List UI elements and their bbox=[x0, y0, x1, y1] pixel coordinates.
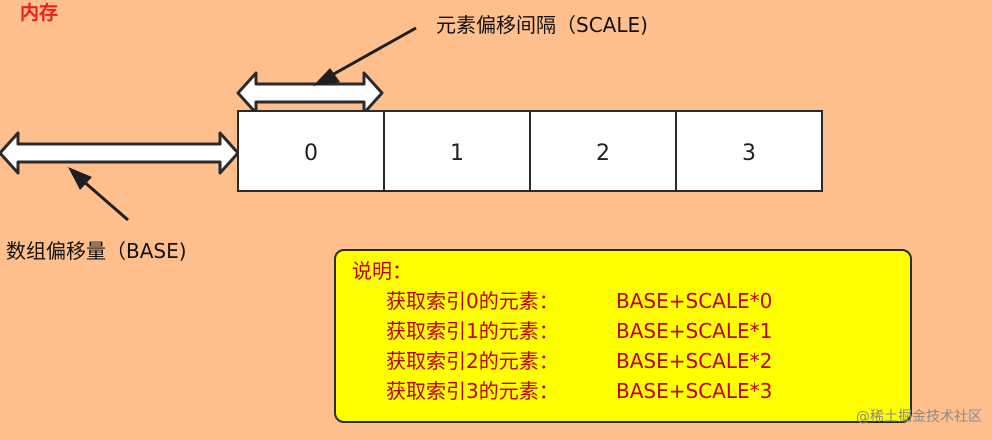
note-line-prefix: 获取索引1的元素： bbox=[386, 319, 559, 343]
note-line-prefix: 获取索引0的元素： bbox=[386, 289, 559, 313]
base-pointer-arrow bbox=[68, 167, 129, 222]
base-label: 数组偏移量（BASE) bbox=[6, 239, 187, 263]
watermark: @稀土掘金技术社区 bbox=[856, 409, 982, 425]
array-cell-label-0: 0 bbox=[304, 141, 318, 166]
note-line-prefix: 获取索引2的元素： bbox=[386, 349, 559, 373]
note-box: 说明： 获取索引0的元素： BASE+SCALE*0 获取索引1的元素： BAS… bbox=[334, 249, 912, 423]
note-line-3: 获取索引3的元素： BASE+SCALE*3 bbox=[352, 376, 910, 406]
array-cell-label-2: 2 bbox=[596, 141, 610, 166]
scale-pointer-arrow bbox=[313, 26, 417, 86]
array-cell-label-3: 3 bbox=[742, 141, 756, 166]
scale-double-arrow bbox=[236, 71, 384, 115]
note-line-formula: BASE+SCALE*2 bbox=[616, 349, 773, 373]
note-line-0: 获取索引0的元素： BASE+SCALE*0 bbox=[352, 286, 910, 316]
note-line-prefix: 获取索引3的元素： bbox=[386, 379, 559, 403]
array-cell-label-1: 1 bbox=[450, 141, 464, 166]
note-heading: 说明： bbox=[352, 259, 412, 283]
base-double-arrow bbox=[0, 131, 240, 175]
scale-label: 元素偏移间隔（SCALE) bbox=[436, 13, 648, 37]
array-cells: 0 1 2 3 bbox=[237, 110, 823, 192]
array-cell-2 bbox=[529, 110, 677, 192]
array-cell-1 bbox=[383, 110, 531, 192]
array-cell-0 bbox=[237, 110, 385, 192]
diagram-title: 内存 bbox=[20, 2, 59, 24]
note-line-formula: BASE+SCALE*3 bbox=[616, 379, 773, 403]
note-line-2: 获取索引2的元素： BASE+SCALE*2 bbox=[352, 346, 910, 376]
note-line-formula: BASE+SCALE*0 bbox=[616, 289, 773, 313]
array-cell-3 bbox=[675, 110, 823, 192]
note-line-formula: BASE+SCALE*1 bbox=[616, 319, 773, 343]
note-line-1: 获取索引1的元素： BASE+SCALE*1 bbox=[352, 316, 910, 346]
